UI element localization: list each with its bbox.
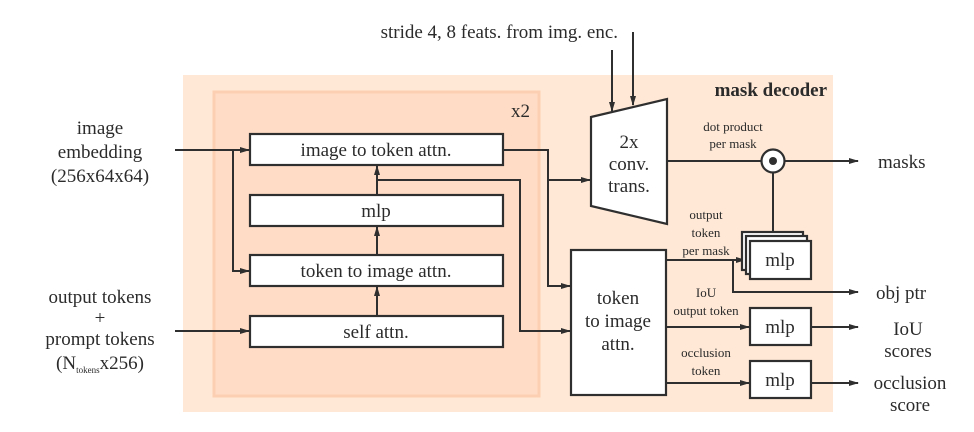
conv-transpose-block: 2x conv. trans. [589,97,669,226]
svg-text:token: token [692,225,721,240]
dot-product-icon [760,148,786,174]
svg-text:mlp: mlp [361,201,391,222]
svg-text:scores: scores [884,341,931,362]
svg-text:occlusion: occlusion [874,373,947,394]
occlusion-score-output-label: occlusion score [874,373,947,416]
svg-text:mlp: mlp [765,370,795,391]
svg-text:self attn.: self attn. [343,322,408,343]
masks-output-label: masks [878,152,926,173]
svg-text:output token: output token [673,303,739,318]
svg-text:prompt tokens: prompt tokens [45,329,154,350]
svg-text:2x: 2x [620,132,640,153]
obj-ptr-arrow [732,260,859,295]
svg-text:score: score [890,395,930,416]
self-attn-block: self attn. [248,314,505,349]
svg-text:token: token [692,363,721,378]
final-token-to-image-attn-block: token to image attn. [569,248,668,397]
svg-text:attn.: attn. [601,334,634,355]
svg-text:to image: to image [585,311,651,332]
svg-text:occlusion: occlusion [681,345,731,360]
token-out-arrow [378,179,571,334]
svg-text:trans.: trans. [608,176,650,197]
svg-text:image to token attn.: image to token attn. [301,140,452,161]
svg-text:image: image [77,118,123,139]
obj-ptr-output-label: obj ptr [876,283,927,304]
iou-scores-output-label: IoU scores [884,319,931,362]
svg-text:output: output [689,207,723,222]
svg-text:dot product: dot product [703,119,763,134]
token-to-image-attn-block: token to image attn. [248,253,505,288]
svg-text:mlp: mlp [765,317,795,338]
svg-text:mlp: mlp [765,250,795,271]
image-to-token-attn-block: image to token attn. [248,132,505,167]
image-embedding-label: image embedding (256x64x64) [51,118,149,187]
mask-mlp-stack: mlp [740,230,813,281]
svg-text:IoU: IoU [893,319,923,340]
svg-text:per mask: per mask [709,136,757,151]
svg-text:+: + [95,308,106,329]
occlusion-token-label: occlusion token [681,345,731,378]
iou-mlp-block: mlp [748,306,813,347]
svg-text:IoU: IoU [696,285,717,300]
mask-decoder-title: mask decoder [715,80,828,101]
svg-text:per mask: per mask [682,243,730,258]
svg-text:embedding: embedding [58,142,143,163]
output-token-label: output token per mask [682,207,730,258]
svg-text:conv.: conv. [609,154,649,175]
mlp-block: mlp [248,193,505,228]
svg-text:(Ntokensx256): (Ntokensx256) [56,353,144,375]
iou-token-label: IoU output token [673,285,739,318]
occlusion-mlp-block: mlp [748,359,813,400]
image-skip-arrow [232,150,250,274]
repeat-label: x2 [511,101,530,122]
svg-text:(256x64x64): (256x64x64) [51,166,149,187]
svg-text:token to image attn.: token to image attn. [301,261,452,282]
svg-text:output tokens: output tokens [49,287,152,308]
image-out-arrow [503,149,571,289]
svg-text:token: token [597,288,640,309]
tokens-label: output tokens + prompt tokens (Ntokensx2… [45,287,154,375]
dot-product-label: dot product per mask [703,119,763,151]
encoder-feats-label: stride 4, 8 feats. from img. enc. [381,22,618,43]
